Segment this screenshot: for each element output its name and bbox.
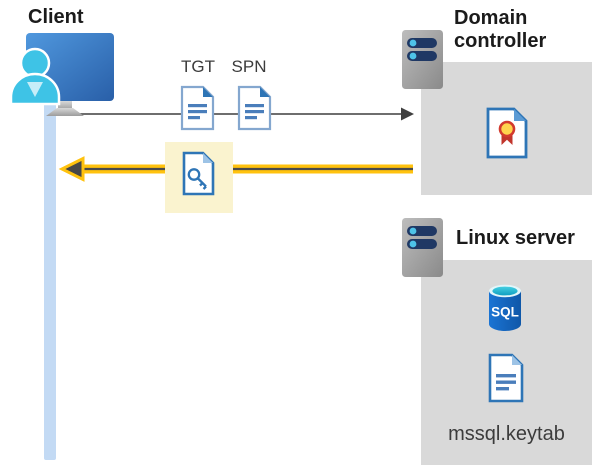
keytab-file-label: mssql.keytab	[448, 423, 565, 445]
linux-server-icon	[402, 218, 443, 277]
domain-controller-label-line1: Domain	[454, 7, 528, 29]
client-workstation-icon	[9, 33, 114, 116]
monitor-stand-base	[46, 108, 84, 116]
tgt-document-icon	[180, 85, 215, 131]
key-document-icon	[182, 151, 215, 196]
key-glyph	[187, 168, 207, 190]
keytab-document-icon	[488, 353, 524, 403]
domain-controller-label: Domain controller	[454, 7, 546, 53]
response-arrow	[58, 156, 413, 182]
spn-label: SPN	[231, 57, 267, 76]
domain-controller-label-line2: controller	[454, 30, 547, 52]
sql-icon-text: SQL	[491, 305, 519, 320]
person-icon	[9, 47, 61, 106]
certificate-icon	[486, 107, 528, 159]
domain-controller-server-icon	[402, 30, 443, 89]
tgt-label: TGT	[181, 57, 215, 76]
linux-server-label: Linux server	[456, 227, 575, 249]
sql-database-icon: SQL	[489, 284, 521, 331]
seal	[498, 120, 516, 138]
monitor-stand-neck	[58, 101, 72, 110]
client-label: Client	[28, 6, 84, 28]
spn-document-icon	[237, 85, 272, 131]
client-lifeline	[44, 90, 56, 460]
